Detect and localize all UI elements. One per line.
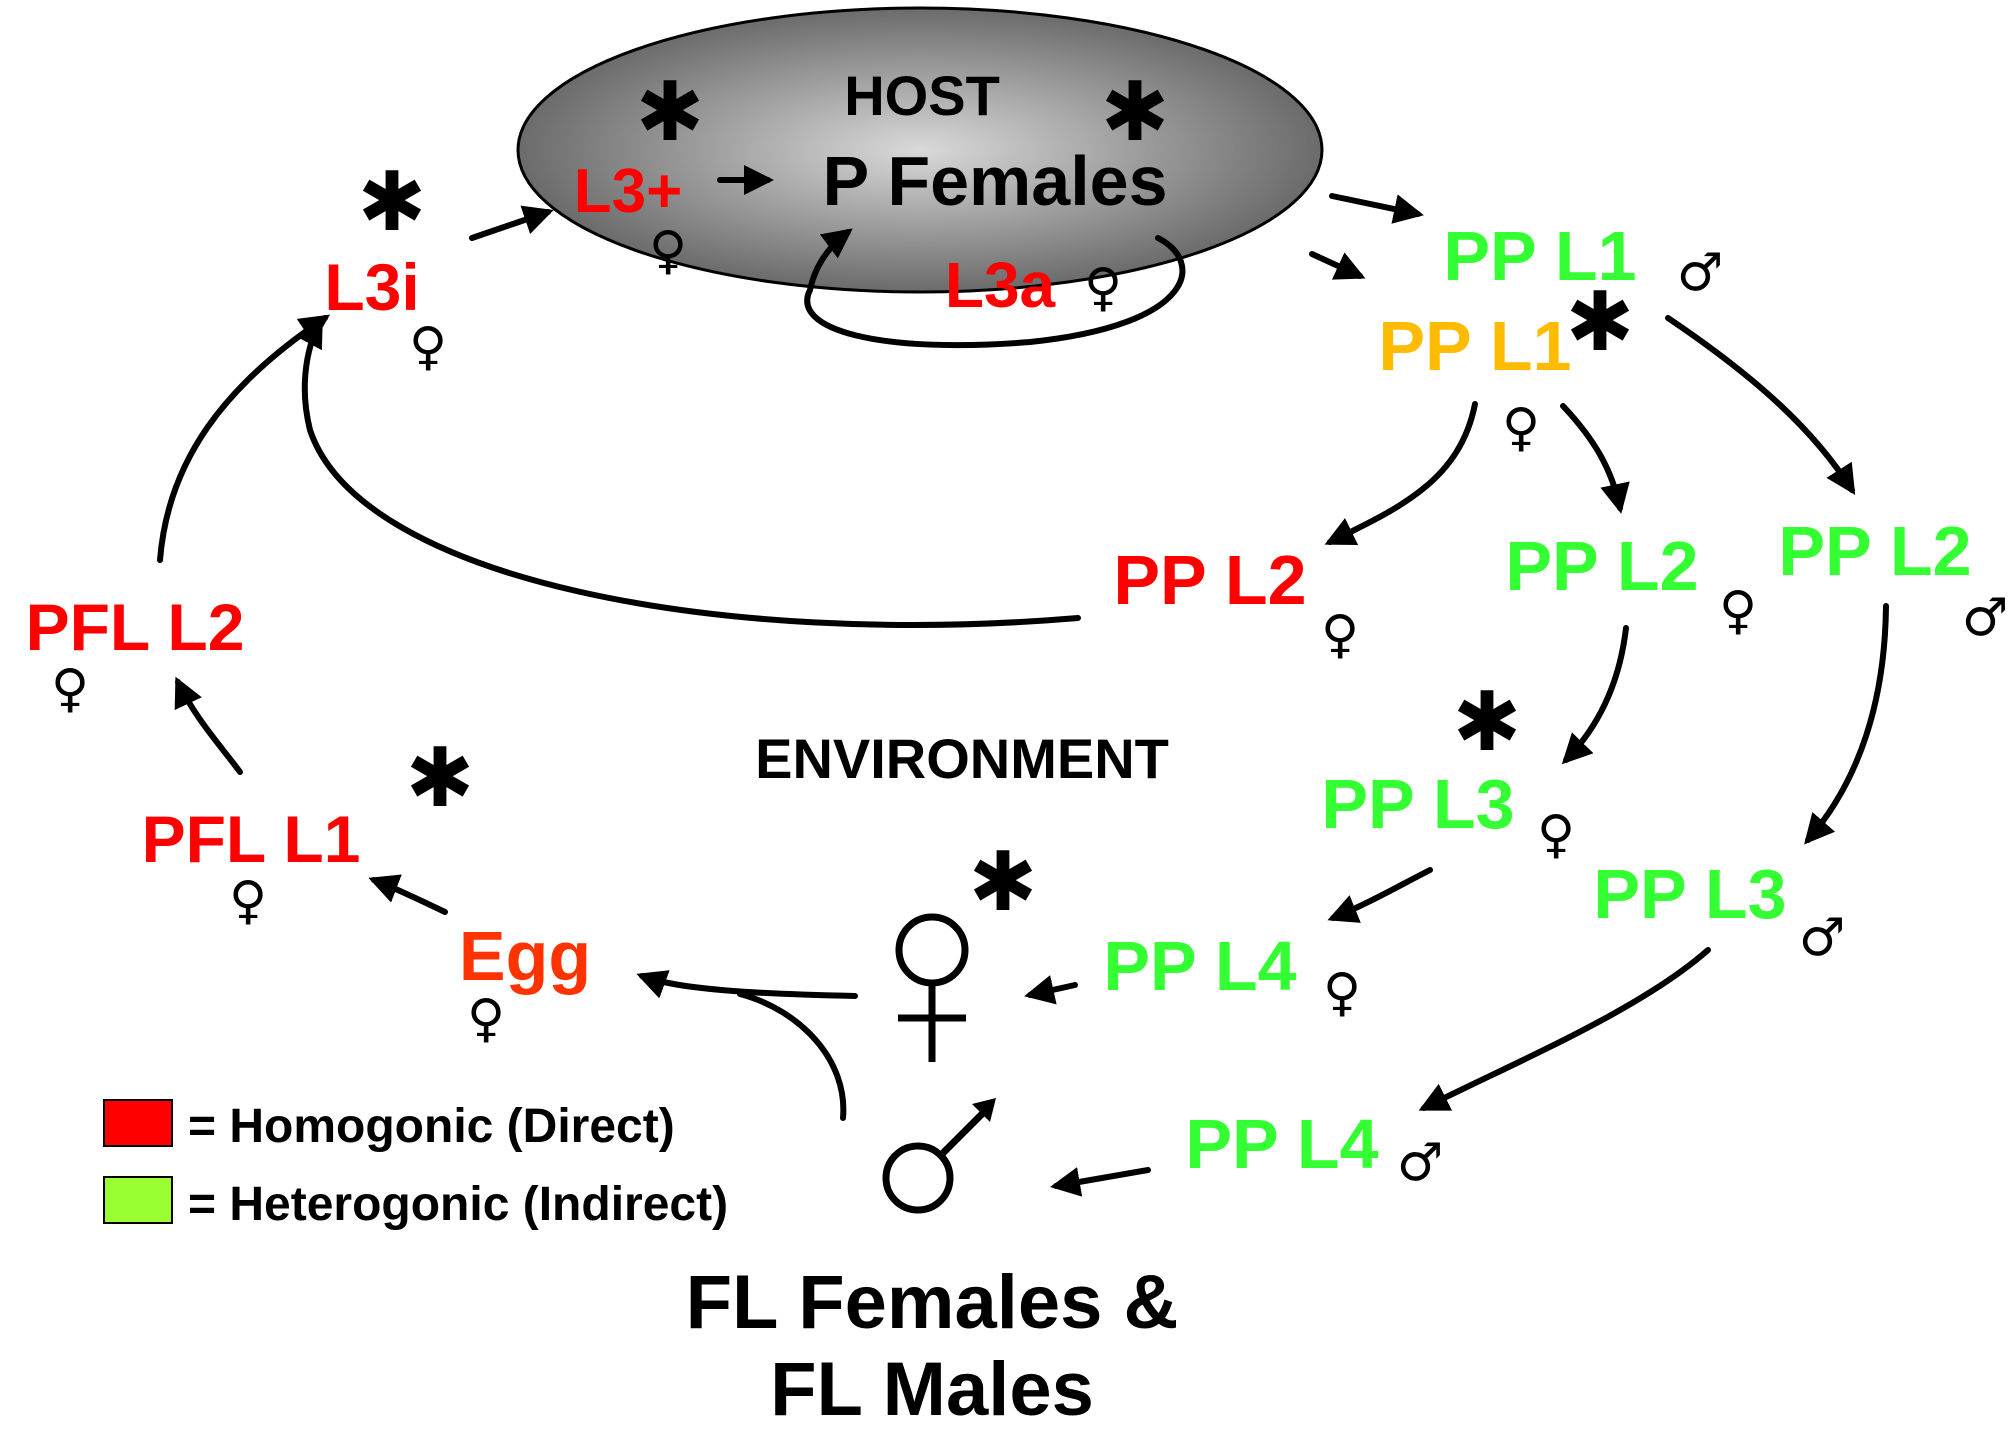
host-title: HOST (844, 64, 1000, 127)
asterisk-fl-female: ✱ (969, 835, 1038, 930)
arrow-host-to-pp-l1-female (1309, 251, 1366, 280)
asterisk-pp-l1: ✱ (1566, 275, 1635, 370)
female-symbol-pp-l1: ♀ (1502, 398, 1540, 458)
legend-homogonic-label: = Homogonic (Direct) (188, 1100, 675, 1153)
female-symbol-pp-l4: ♀ (1323, 963, 1361, 1023)
egg-label: Egg (459, 917, 591, 995)
fl-females-label: FL Females & (686, 1260, 1179, 1345)
legend-heterogonic-label: = Heterogonic (Indirect) (188, 1178, 728, 1231)
l3i-label: L3i (324, 250, 419, 324)
female-symbol-pp-l3: ♀ (1537, 805, 1575, 865)
environment-label: ENVIRONMENT (755, 727, 1169, 790)
asterisk-l3plus: ✱ (636, 65, 705, 160)
legend: = Homogonic (Direct) = Heterogonic (Indi… (103, 1099, 728, 1231)
pp-l2-female-label: PP L2 (1505, 527, 1698, 605)
pp-l4-male-label: PP L4 (1185, 1105, 1378, 1183)
female-symbol-pp-l2-red: ♀ (1321, 605, 1359, 665)
arrow-pp-l3-female-to-pp-l4-female (1327, 867, 1433, 923)
pfl-l1-label: PFL L1 (142, 802, 361, 876)
arrow-l3i-to-l3plus (469, 205, 554, 241)
pp-l2-male-label: PP L2 (1778, 512, 1971, 590)
arrow-pp-l4-male-to-male (1050, 1167, 1151, 1197)
arrow-pp-l3-male-to-pp-l4-male (1418, 947, 1711, 1111)
male-symbol-pp-l2: ♂ (1962, 588, 2009, 648)
arrow-host-to-pp-l1-male (1329, 193, 1424, 224)
legend-swatch-homogonic (103, 1099, 173, 1147)
asterisk-pfl-l1: ✱ (406, 731, 475, 826)
arrow-pp-l1-female-to-pp-l2-red (1324, 401, 1478, 546)
female-symbol-pfl-l2: ♀ (51, 659, 89, 719)
pp-l1-female-label: PP L1 (1378, 307, 1571, 385)
legend-swatch-heterogonic (103, 1176, 173, 1224)
arrow-pp-l2-female-to-pp-l3-female (1561, 625, 1629, 765)
fl-male-arrowhead-icon (972, 1098, 996, 1122)
arrow-male-to-egg-merge (737, 991, 847, 1121)
female-symbol-l3i: ♀ (409, 317, 447, 377)
arrow-pp-l2-red-to-l3i (295, 316, 1081, 628)
female-symbol-l3plus: ♀ (649, 221, 687, 281)
arrow-female-to-egg (636, 970, 858, 999)
fl-male-icon (882, 1103, 993, 1214)
arrows (157, 165, 1889, 1197)
pp-l4-female-label: PP L4 (1103, 927, 1296, 1005)
pp-l2-red-label: PP L2 (1113, 541, 1306, 619)
asterisk-l3i: ✱ (358, 155, 427, 250)
fl-female-icon (895, 913, 969, 1062)
arrow-pp-l2-male-to-pp-l3-male (1804, 603, 1889, 845)
asterisk-pfemales: ✱ (1101, 65, 1170, 160)
pp-l1-male-label: PP L1 (1443, 217, 1636, 295)
arrow-pp-l1-female-to-pp-l2-female (1560, 403, 1630, 514)
pp-l3-male-label: PP L3 (1593, 855, 1786, 933)
male-symbol-pp-l1: ♂ (1677, 243, 1724, 303)
arrow-pp-l4-female-to-female (1024, 975, 1078, 1005)
male-symbol-pp-l3: ♂ (1799, 908, 1846, 968)
female-symbol-pp-l2: ♀ (1719, 581, 1757, 641)
female-symbol-l3a: ♀ (1084, 258, 1122, 318)
l3a-label: L3a (945, 249, 1056, 321)
male-symbol-pp-l4: ♂ (1397, 1133, 1444, 1193)
asterisk-pp-l3: ✱ (1453, 675, 1522, 770)
arrow-pp-l1-male-to-pp-l2-male (1665, 315, 1856, 496)
arrow-pfl-l2-to-l3i (157, 314, 330, 563)
pfl-l2-label: PFL L2 (26, 590, 245, 664)
fl-males-label: FL Males (770, 1347, 1094, 1431)
arrow-l3a-loop (804, 228, 1186, 349)
p-females-label: P Females (822, 142, 1167, 220)
female-symbol-pfl-l1: ♀ (229, 871, 267, 931)
pp-l3-female-label: PP L3 (1321, 765, 1514, 843)
host-ellipse (516, 6, 1324, 294)
arrow-egg-to-pfl-l1 (368, 874, 448, 915)
l3-plus-label: L3+ (574, 157, 683, 226)
female-symbol-egg: ♀ (467, 989, 505, 1049)
arrow-pfl-l1-to-pfl-l2 (174, 676, 243, 775)
